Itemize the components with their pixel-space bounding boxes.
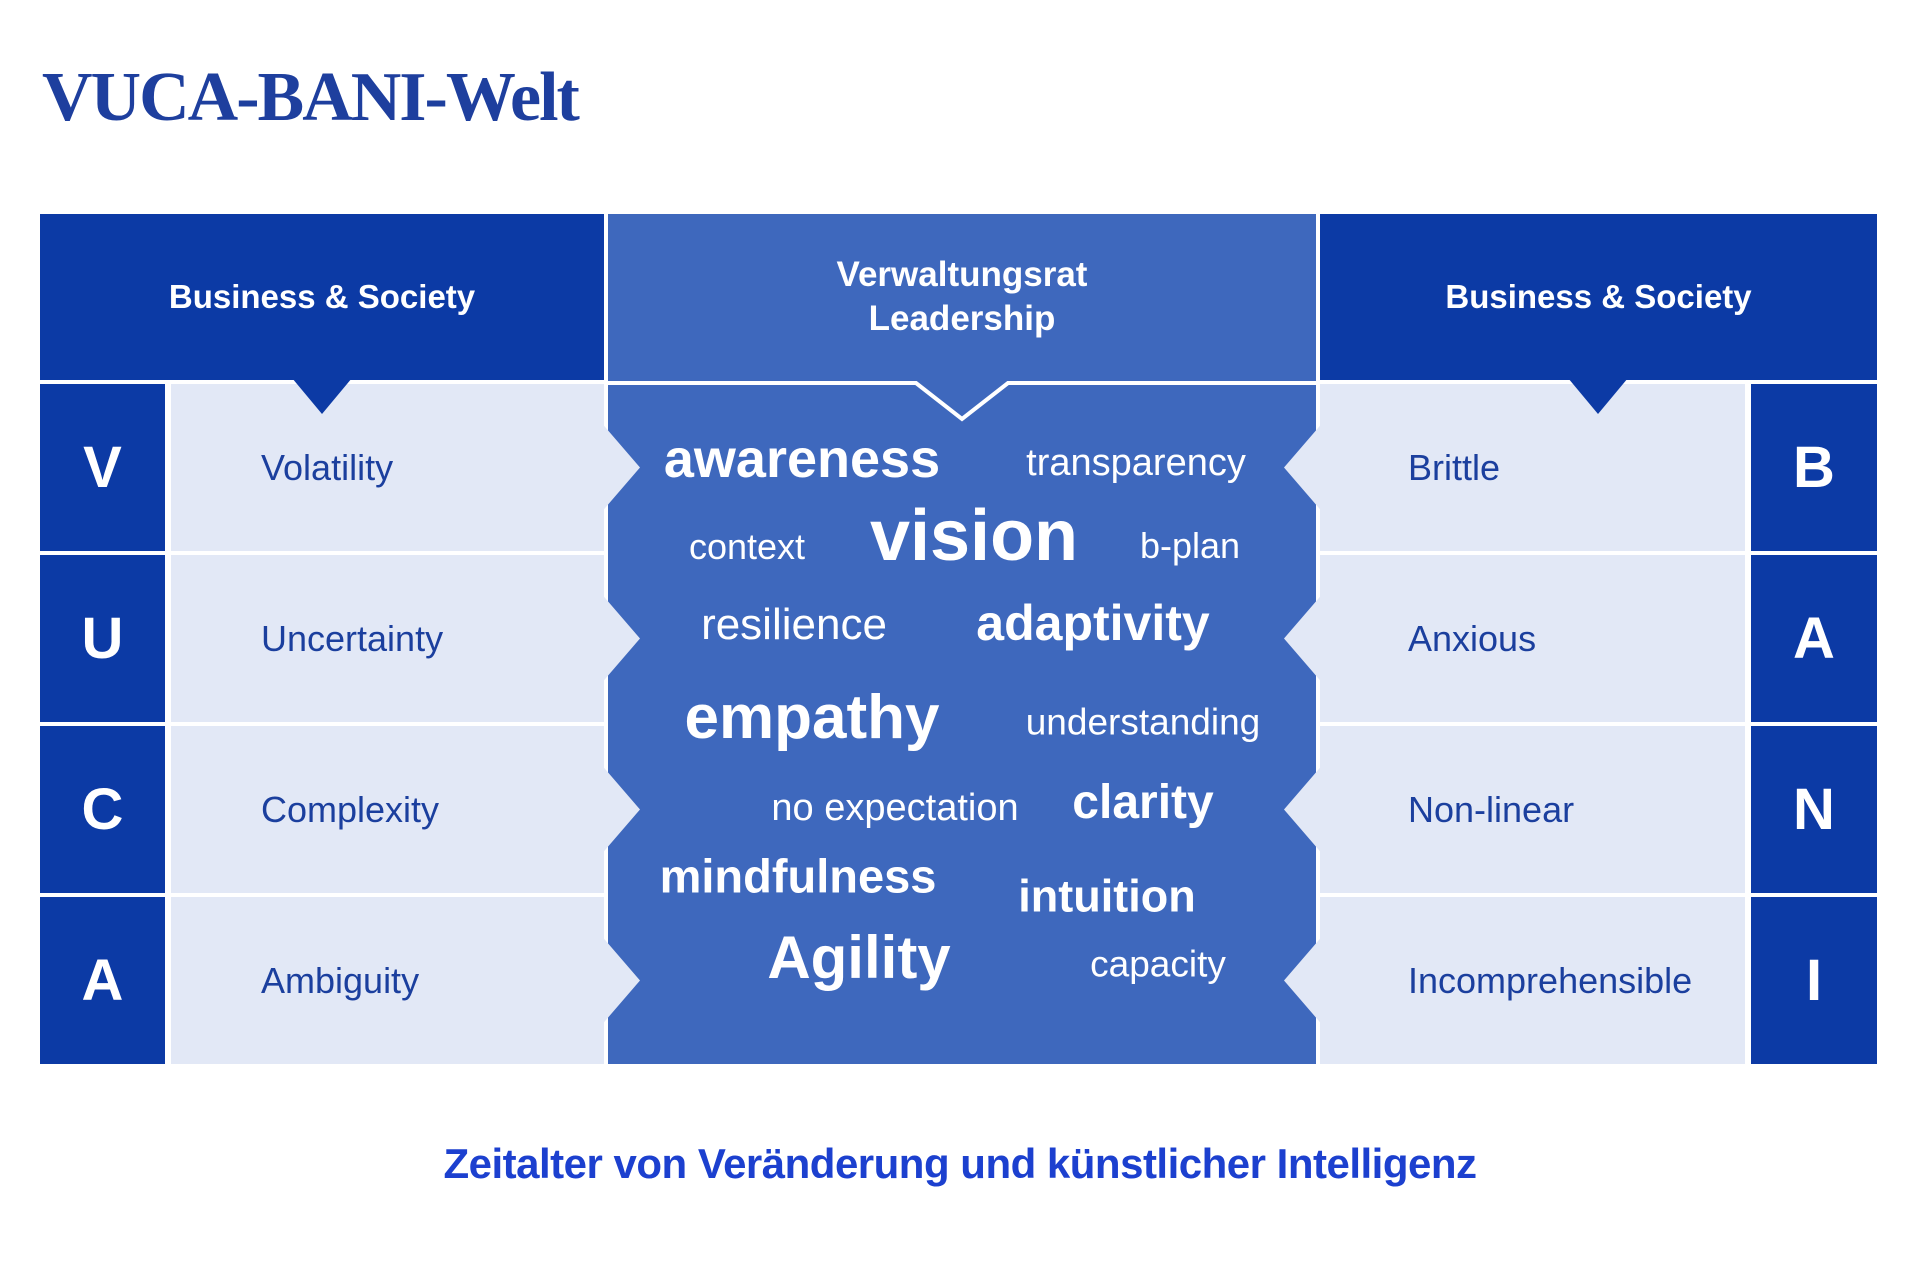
header-business-society-right: Business & Society (1320, 214, 1877, 380)
header-pointer-left (292, 378, 352, 414)
header-pointer-center (608, 381, 1316, 422)
label-row-complexity: Complexity (171, 726, 640, 893)
label-row-brittle: Brittle (1284, 384, 1745, 551)
page-title: VUCA-BANI-Welt (42, 59, 580, 136)
letter-cell-v: V (40, 384, 165, 551)
cloud-word-transparency: transparency (1026, 442, 1246, 484)
letter-cell-u: U (40, 555, 165, 722)
cloud-word-empathy: empathy (684, 683, 940, 752)
letter-cell-c: C (40, 726, 165, 893)
cloud-word-adaptivity: adaptivity (976, 595, 1210, 651)
cloud-word-b-plan: b-plan (1139, 525, 1241, 566)
letter-cell-n: N (1751, 726, 1877, 893)
cloud-word-agility: Agility (767, 924, 951, 991)
letter-cell-a: A (40, 897, 165, 1064)
header-business-society-left: Business & Society (40, 214, 604, 380)
cloud-word-intuition: intuition (1018, 870, 1196, 922)
vuca-bani-table: awareness transparency context vision b-… (40, 214, 1877, 1065)
header-pointer-right (1568, 378, 1628, 414)
cloud-word-no-expectation: no expectation (771, 787, 1019, 829)
cloud-word-understanding: understanding (1025, 701, 1261, 743)
letter-cell-b: B (1751, 384, 1877, 551)
cloud-word-clarity: clarity (1072, 776, 1214, 829)
cloud-word-capacity: capacity (1090, 943, 1226, 985)
letter-cell-a2: A (1751, 555, 1877, 722)
cloud-word-resilience: resilience (701, 600, 887, 649)
diagram-caption: Zeitalter von Veränderung und künstliche… (443, 1140, 1477, 1187)
label-row-uncertainty: Uncertainty (171, 555, 640, 722)
label-row-volatility: Volatility (171, 384, 640, 551)
header-verwaltungsrat-leadership: Verwaltungsrat Leadership (608, 214, 1316, 380)
header-center-line1: Verwaltungsrat (836, 255, 1088, 295)
label-row-incomprehensible: Incomprehensible (1284, 897, 1745, 1064)
header-center-line2: Leadership (868, 299, 1056, 338)
letter-cell-i: I (1751, 897, 1877, 1064)
leadership-center-panel: awareness transparency context vision b-… (608, 214, 1316, 1064)
label-row-anxious: Anxious (1284, 555, 1745, 722)
label-row-non-linear: Non-linear (1284, 726, 1745, 893)
cloud-word-mindfulness: mindfulness (659, 849, 937, 903)
cloud-word-vision: vision (869, 496, 1079, 576)
label-row-ambiguity: Ambiguity (171, 897, 640, 1064)
cloud-word-awareness: awareness (663, 429, 941, 489)
cloud-word-context: context (688, 526, 806, 567)
